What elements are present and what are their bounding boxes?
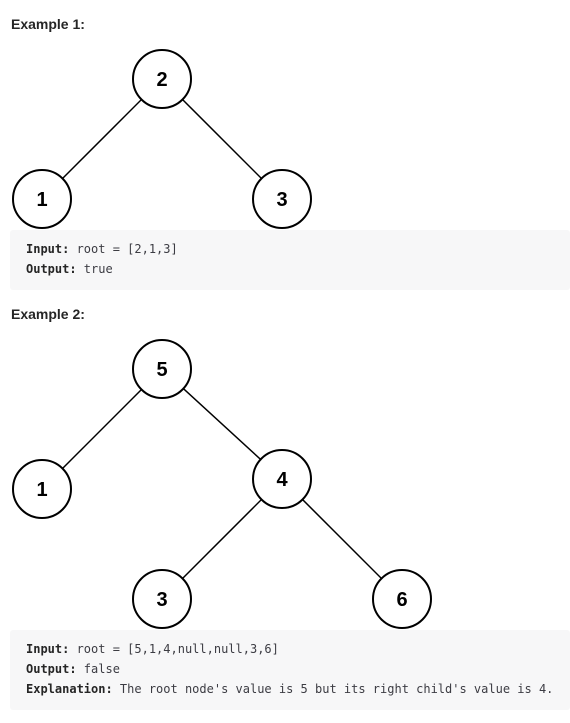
output-line: Output: false — [26, 659, 554, 679]
tree-node-value: 2 — [156, 69, 167, 91]
output-value: false — [76, 662, 120, 676]
tree-node-value: 3 — [276, 189, 287, 211]
tree-node-value: 1 — [36, 189, 47, 211]
explanation-line: Explanation: The root node's value is 5 … — [26, 679, 554, 699]
tree-node: 1 — [12, 169, 72, 229]
example-2-heading: Example 2: — [11, 306, 85, 322]
tree-node-value: 3 — [156, 589, 167, 611]
input-line: Input: root = [2,1,3] — [26, 239, 554, 259]
tree-node: 1 — [12, 459, 72, 519]
example-2-tree-diagram: 5 1 4 3 6 — [12, 339, 432, 629]
output-label: Output: — [26, 262, 77, 276]
tree-node: 4 — [252, 449, 312, 509]
example-1-code-block: Input: root = [2,1,3] Output: true — [10, 230, 570, 290]
example-2-code-block: Input: root = [5,1,4,null,null,3,6] Outp… — [10, 630, 570, 710]
output-line: Output: true — [26, 259, 554, 279]
tree-node: 2 — [132, 49, 192, 109]
input-value: root = [2,1,3] — [69, 242, 178, 256]
example-1-tree-diagram: 2 1 3 — [12, 49, 312, 229]
tree-node-value: 4 — [276, 469, 288, 491]
example-1-heading: Example 1: — [11, 16, 85, 32]
input-value: root = [5,1,4,null,null,3,6] — [69, 642, 279, 656]
explanation-value: The root node's value is 5 but its right… — [112, 682, 554, 696]
tree-node: 3 — [132, 569, 192, 629]
input-line: Input: root = [5,1,4,null,null,3,6] — [26, 639, 554, 659]
explanation-label: Explanation: — [26, 682, 113, 696]
output-label: Output: — [26, 662, 77, 676]
tree-node-value: 6 — [396, 589, 407, 611]
input-label: Input: — [26, 642, 70, 656]
tree-node-value: 5 — [156, 359, 167, 381]
tree-node-value: 1 — [36, 479, 47, 501]
output-value: true — [76, 262, 113, 276]
tree-node: 5 — [132, 339, 192, 399]
tree-node: 6 — [372, 569, 432, 629]
tree-node: 3 — [252, 169, 312, 229]
input-label: Input: — [26, 242, 70, 256]
